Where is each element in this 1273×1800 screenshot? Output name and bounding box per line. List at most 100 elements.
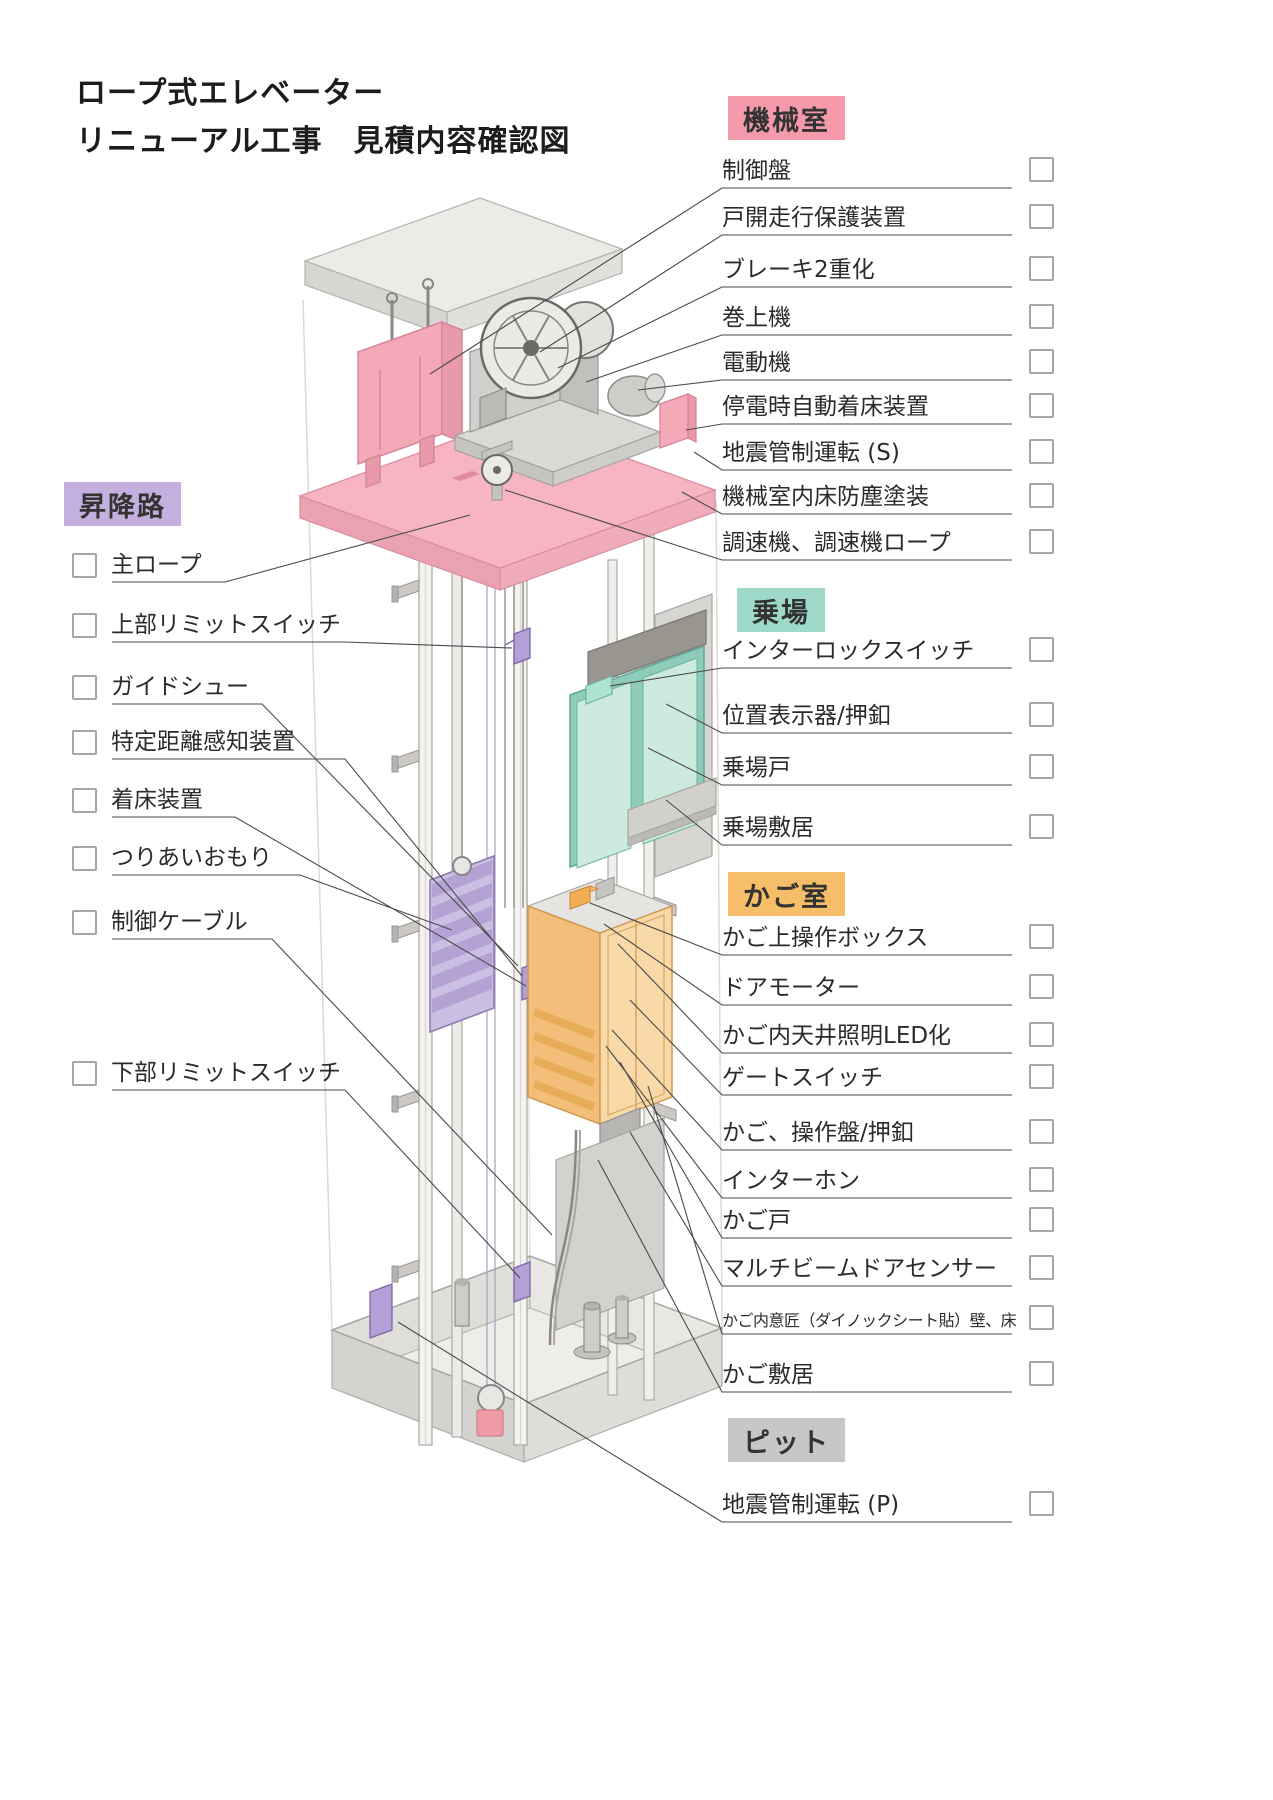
checklist-item: 特定距離感知装置	[72, 729, 295, 756]
item-checkbox[interactable]	[1029, 1022, 1054, 1047]
checklist-item: 下部リミットスイッチ	[72, 1060, 341, 1087]
leader-line	[585, 334, 1012, 383]
leader-line	[647, 1085, 1012, 1335]
governor	[481, 440, 513, 501]
leader-line	[112, 703, 519, 967]
leader-line	[589, 902, 1012, 956]
item-label: 上部リミットスイッチ	[111, 612, 341, 638]
item-checkbox[interactable]	[1029, 1305, 1054, 1330]
checklist-item: 位置表示器/押釦	[722, 702, 1054, 730]
title-line-2: リニューアル工事 見積内容確認図	[76, 124, 571, 159]
checklist-item: 地震管制運転 (S)	[722, 439, 1054, 467]
leader-line	[609, 667, 1012, 687]
item-checkbox[interactable]	[1029, 814, 1054, 839]
item-checkbox[interactable]	[1029, 304, 1054, 329]
item-checkbox[interactable]	[1029, 393, 1054, 418]
governor-tension-sheave	[477, 1384, 505, 1412]
leader-line	[629, 1131, 1012, 1287]
item-label: 特定距離感知装置	[111, 729, 295, 755]
item-checkbox[interactable]	[1029, 157, 1054, 182]
checklist-item: 機械室内床防塵塗装	[722, 483, 1054, 511]
item-checkbox[interactable]	[1029, 1491, 1054, 1516]
item-label: かご敷居	[722, 1362, 814, 1388]
item-checkbox[interactable]	[1029, 349, 1054, 374]
leader-line	[665, 799, 1012, 846]
leader-lines	[112, 187, 1012, 1523]
checklist-item: 巻上機	[722, 304, 1054, 332]
item-checkbox[interactable]	[72, 788, 97, 813]
checklist-item: 乗場敷居	[722, 814, 1054, 842]
item-label: 乗場戸	[722, 755, 791, 781]
item-checkbox[interactable]	[1029, 1119, 1054, 1144]
checklist-item: 主ロープ	[72, 552, 202, 579]
upper-limit-switch	[513, 627, 531, 665]
checklist-item: ガイドシュー	[72, 674, 249, 701]
checklist-item: つりあいおもり	[72, 845, 272, 872]
section-header-landing: 乗場	[737, 588, 825, 632]
leader-line	[557, 286, 1012, 369]
section-header-pit: ピット	[728, 1418, 845, 1462]
item-checkbox[interactable]	[72, 613, 97, 638]
pit-equipment	[369, 1278, 637, 1437]
pit-buffer-pink	[476, 1409, 504, 1437]
leader-line	[637, 379, 1012, 391]
leader-line	[629, 999, 1012, 1096]
interlock-switch-box	[585, 675, 613, 705]
item-checkbox[interactable]	[1029, 1064, 1054, 1089]
checklist-item: ドアモーター	[722, 974, 1054, 1002]
checklist-item: 調速機、調速機ロープ	[722, 529, 1054, 557]
item-checkbox[interactable]	[1029, 439, 1054, 464]
checklist-item: かご内天井照明LED化	[722, 1022, 1054, 1050]
item-checkbox[interactable]	[1029, 529, 1054, 554]
item-label: 制御ケーブル	[111, 909, 248, 935]
leader-line	[611, 1029, 1012, 1151]
item-checkbox[interactable]	[1029, 702, 1054, 727]
leader-line	[112, 938, 553, 1236]
item-checkbox[interactable]	[72, 553, 97, 578]
item-label: つりあいおもり	[111, 845, 272, 871]
title-line-1: ロープ式エレベーター	[76, 76, 385, 111]
landing-assembly	[569, 593, 717, 878]
item-checkbox[interactable]	[1029, 1255, 1054, 1280]
item-checkbox[interactable]	[1029, 483, 1054, 508]
leader-line	[647, 747, 1012, 786]
checklist-item: かご内意匠（ダイノックシート貼）壁、床	[722, 1305, 1054, 1334]
checklist-item: かご戸	[722, 1207, 1054, 1235]
page-title: ロープ式エレベーター リニューアル工事 見積内容確認図	[76, 70, 571, 166]
item-checkbox[interactable]	[1029, 204, 1054, 229]
leader-line	[112, 514, 471, 583]
checklist-item: 乗場戸	[722, 754, 1054, 782]
checklist-item: インターホン	[722, 1167, 1054, 1195]
lower-limit-switch	[513, 1261, 531, 1303]
item-checkbox[interactable]	[1029, 256, 1054, 281]
item-label: インターホン	[722, 1168, 860, 1194]
checklist-item: 停電時自動着床装置	[722, 393, 1054, 421]
pit-seismic-device	[369, 1283, 393, 1339]
item-checkbox[interactable]	[1029, 1167, 1054, 1192]
leader-line	[112, 816, 527, 987]
item-checkbox[interactable]	[1029, 924, 1054, 949]
checklist-item: 着床装置	[72, 787, 203, 814]
item-label: 主ロープ	[111, 552, 202, 578]
auto-landing-device-box	[658, 393, 698, 449]
item-label: マルチビームドアセンサー	[722, 1256, 997, 1282]
item-checkbox[interactable]	[1029, 974, 1054, 999]
leader-line	[112, 641, 513, 649]
leader-line	[605, 1045, 1012, 1199]
item-checkbox[interactable]	[72, 730, 97, 755]
car-assembly	[526, 876, 674, 1346]
item-checkbox[interactable]	[1029, 1207, 1054, 1232]
item-label: 地震管制運転 (S)	[722, 440, 900, 466]
item-label: ブレーキ2重化	[722, 257, 875, 283]
item-checkbox[interactable]	[1029, 754, 1054, 779]
item-checkbox[interactable]	[72, 846, 97, 871]
item-checkbox[interactable]	[72, 910, 97, 935]
item-checkbox[interactable]	[1029, 637, 1054, 662]
item-checkbox[interactable]	[1029, 1361, 1054, 1386]
leader-line	[112, 874, 453, 931]
item-label: 地震管制運転 (P)	[722, 1492, 900, 1518]
item-checkbox[interactable]	[72, 1061, 97, 1086]
item-checkbox[interactable]	[72, 675, 97, 700]
leader-line	[112, 758, 523, 977]
